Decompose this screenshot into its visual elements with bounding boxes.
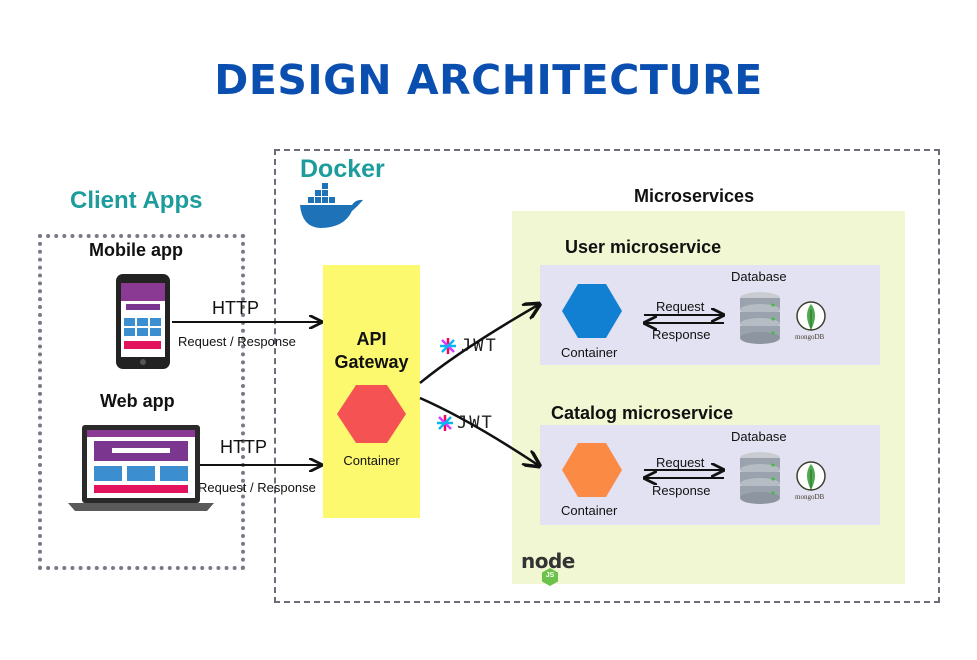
api-gateway-line1: API <box>356 329 387 349</box>
gateway-to-user-arrow <box>419 305 538 384</box>
mobile-phone-icon <box>116 274 170 369</box>
docker-whale-icon <box>300 183 363 228</box>
catalog-container-hexagon <box>562 443 622 497</box>
web-flow-label: Request / Response <box>198 480 316 495</box>
catalog-container-label: Container <box>561 503 618 518</box>
client-apps-label: Client Apps <box>70 187 203 214</box>
mongodb-wordmark-user: mongoDB <box>795 333 825 341</box>
user-response-label: Response <box>652 327 711 342</box>
microservices-label: Microservices <box>634 186 755 206</box>
jwt-logo-icon-bottom <box>437 415 453 431</box>
mongodb-logo-icon-user <box>796 301 826 331</box>
catalog-service-title: Catalog microservice <box>551 403 734 423</box>
docker-boundary <box>274 149 940 603</box>
page-title: DESIGN ARCHITECTURE <box>214 56 763 104</box>
mobile-flow-label: Request / Response <box>178 334 296 349</box>
user-service-title: User microservice <box>565 237 722 257</box>
nodejs-badge-icon <box>542 568 558 586</box>
mongodb-wordmark-catalog: mongoDB <box>795 493 825 501</box>
catalog-database-icon <box>740 452 780 504</box>
laptop-icon <box>68 425 214 511</box>
mobile-http-label: HTTP <box>212 298 259 318</box>
nodejs-badge-text: JS <box>545 572 555 579</box>
user-container-label: Container <box>561 345 618 360</box>
web-app-label: Web app <box>100 391 175 411</box>
user-database-label: Database <box>731 269 787 284</box>
jwt-logo-icon-top <box>440 338 456 354</box>
jwt-label-top: JWT <box>461 336 498 356</box>
mobile-app-label: Mobile app <box>89 240 183 260</box>
catalog-database-label: Database <box>731 429 787 444</box>
mongodb-logo-icon-catalog <box>796 461 826 491</box>
user-container-hexagon <box>562 284 622 338</box>
user-database-icon <box>740 292 780 344</box>
gateway-to-catalog-arrow <box>419 396 538 465</box>
user-request-label: Request <box>656 299 705 314</box>
gateway-container-label: Container <box>343 453 400 468</box>
gateway-container-hexagon <box>337 385 406 443</box>
jwt-label-bottom: JWT <box>457 413 494 433</box>
api-gateway-title: API Gateway <box>323 328 420 374</box>
web-http-label: HTTP <box>220 437 267 457</box>
catalog-response-label: Response <box>652 483 711 498</box>
api-gateway-line2: Gateway <box>334 352 409 372</box>
nodejs-logo-text: node <box>521 549 575 573</box>
catalog-request-label: Request <box>656 455 705 470</box>
client-apps-boundary <box>38 234 245 570</box>
docker-label: Docker <box>300 155 385 183</box>
